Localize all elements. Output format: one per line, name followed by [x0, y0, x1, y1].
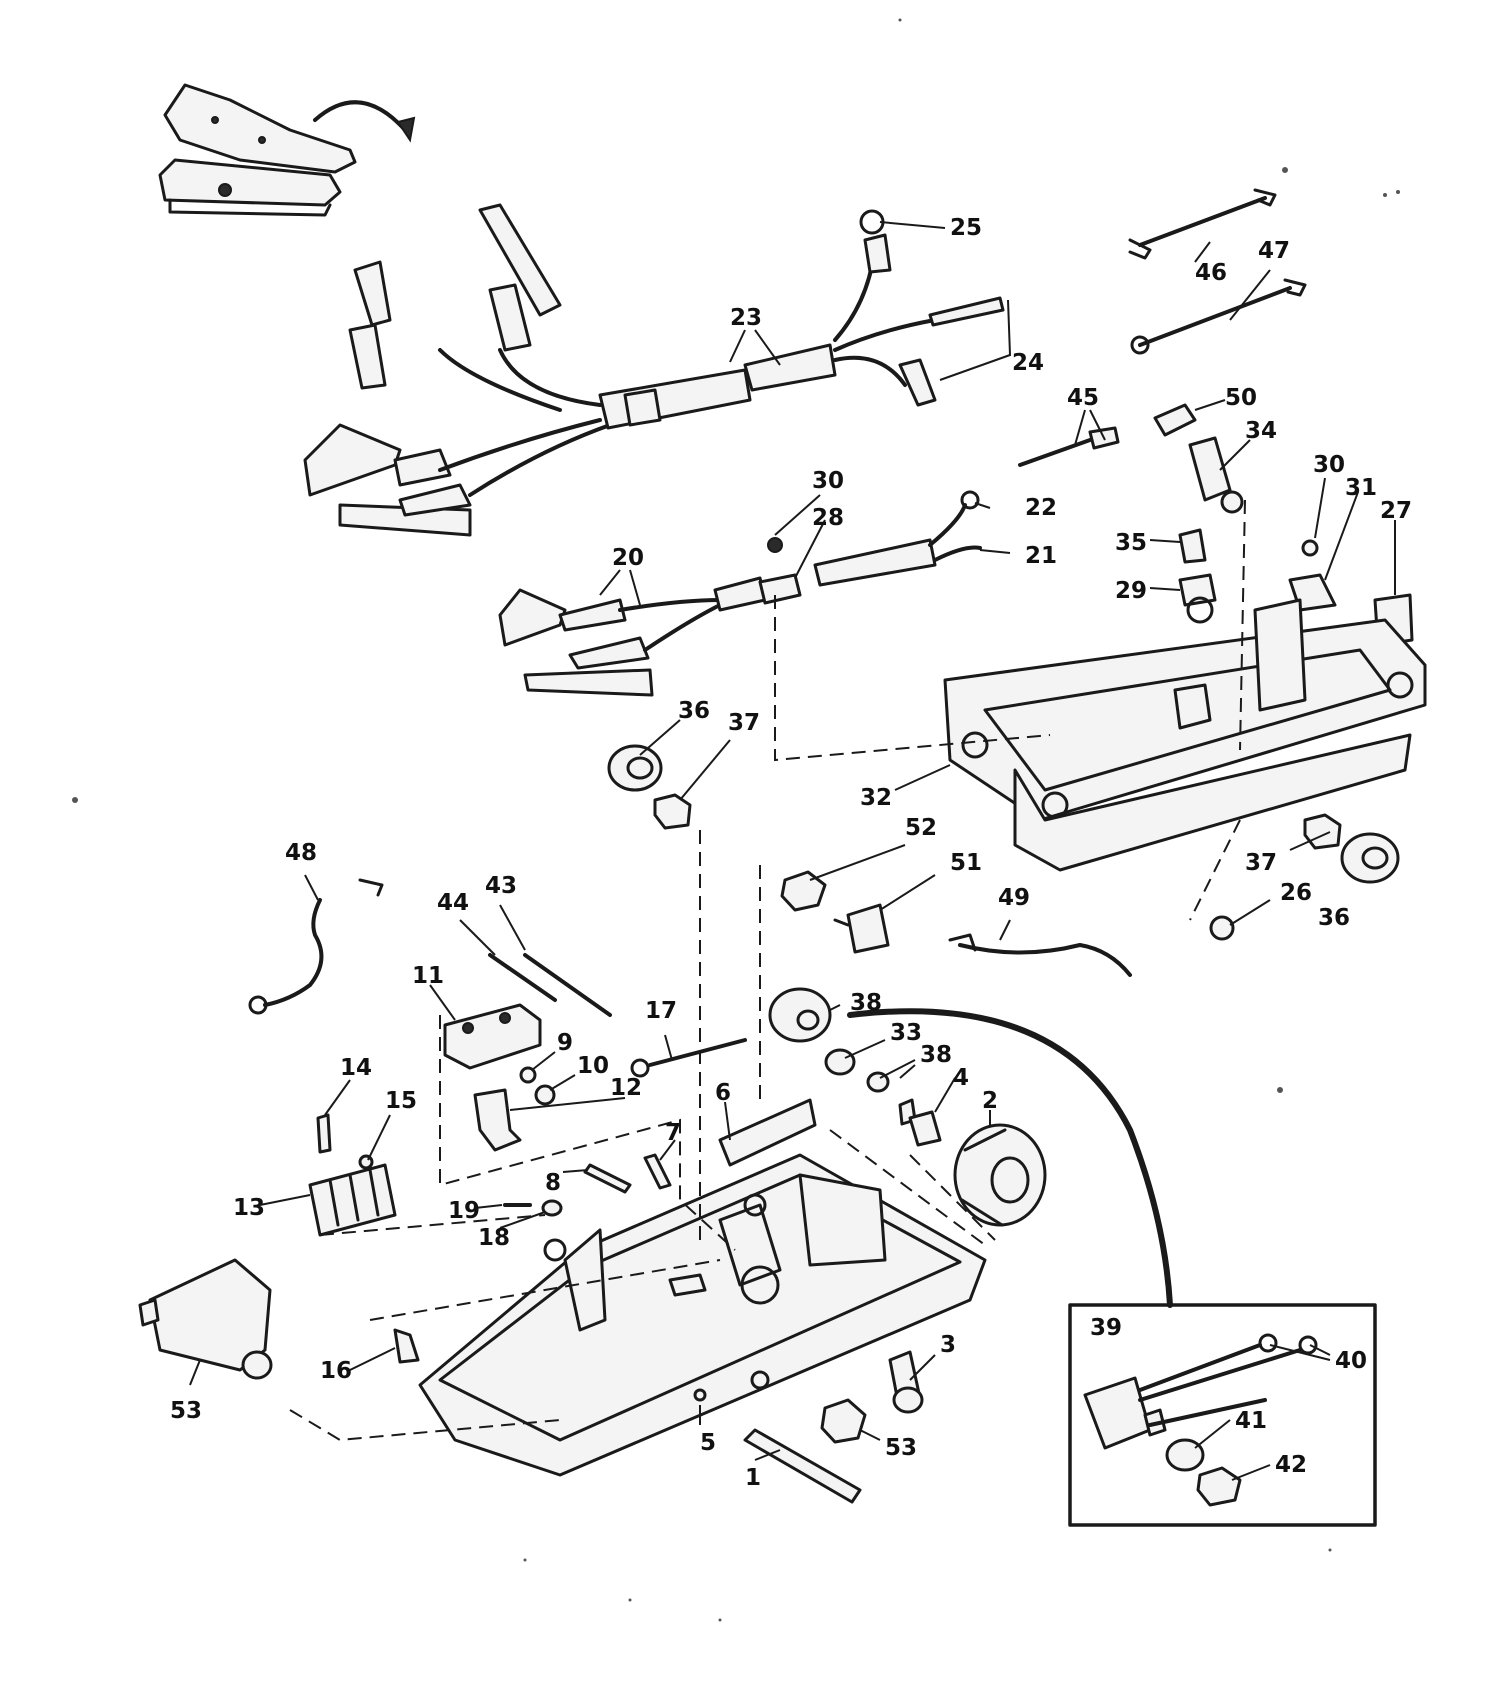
callout-1: 1: [745, 1465, 761, 1491]
inset-switch-box: [1068, 1303, 1377, 1527]
callout-51: 51: [950, 850, 982, 876]
motor-housing-32: [943, 598, 1427, 872]
callout-42: 42: [1275, 1452, 1307, 1478]
callout-24: 24: [1012, 350, 1044, 376]
foot-pedal-drawing: [158, 83, 416, 217]
main-base-5: [418, 1153, 987, 1477]
callout-34: 34: [1245, 418, 1277, 444]
callout-20: 20: [612, 545, 644, 571]
callout-48: 48: [285, 840, 317, 866]
callout-30-right: 30: [1313, 452, 1345, 478]
speed-control-knob: [768, 987, 1047, 1227]
callout-12: 12: [610, 1075, 642, 1101]
callout-5: 5: [700, 1430, 716, 1456]
callout-47: 47: [1258, 238, 1290, 264]
switch-51-52: [780, 870, 890, 954]
callout-7: 7: [665, 1120, 681, 1146]
callout-35: 35: [1115, 530, 1147, 556]
circuit-breaker-53: [138, 1258, 273, 1380]
callout-15: 15: [385, 1088, 417, 1114]
callout-labels: 25 46 47 23 24 45 50 34 30 28 22 21 35 3…: [170, 215, 1412, 1491]
nuts-36-37-right: [1209, 813, 1400, 941]
callout-13: 13: [233, 1195, 265, 1221]
callout-49: 49: [998, 885, 1030, 911]
callout-43: 43: [485, 873, 517, 899]
callout-22: 22: [1025, 495, 1057, 521]
callout-8: 8: [545, 1170, 561, 1196]
battery-clip-harness: [303, 203, 1005, 537]
callout-25: 25: [950, 215, 982, 241]
callout-2: 2: [982, 1088, 998, 1114]
small-parts-6-7-8: [503, 1098, 817, 1217]
callout-6: 6: [715, 1080, 731, 1106]
nuts-36-37-left: [607, 744, 692, 830]
callout-36-left: 36: [678, 698, 710, 724]
callout-37-left: 37: [728, 710, 760, 736]
callout-10: 10: [577, 1053, 609, 1079]
callout-27: 27: [1380, 498, 1412, 524]
assembly-guide-lines: [289, 499, 1246, 1442]
terminal-strip-13: [308, 1113, 397, 1237]
callout-4: 4: [953, 1065, 969, 1091]
callout-46: 46: [1195, 260, 1227, 286]
callout-32: 32: [860, 785, 892, 811]
callout-31: 31: [1345, 475, 1377, 501]
callout-14: 14: [340, 1055, 372, 1081]
callout-21: 21: [1025, 543, 1057, 569]
callout-53-left: 53: [170, 1398, 202, 1424]
callout-45: 45: [1067, 385, 1099, 411]
callout-38-upper: 38: [850, 990, 882, 1016]
wires-48-49: [248, 878, 1132, 1015]
lower-parts-16-3-1: [393, 1328, 924, 1504]
callout-33: 33: [890, 1020, 922, 1046]
rods-43-44-17: [488, 953, 747, 1078]
callout-26: 26: [1280, 880, 1312, 906]
jumper-wires-46-47: [1128, 188, 1307, 355]
motor-lead-harness: [498, 490, 982, 697]
callout-30-upper: 30: [812, 468, 844, 494]
callout-39: 39: [1090, 1315, 1122, 1341]
callout-3: 3: [940, 1332, 956, 1358]
callout-37-right: 37: [1245, 850, 1277, 876]
callout-44: 44: [437, 890, 469, 916]
scan-specks: [72, 18, 1400, 1622]
callout-19: 19: [448, 1198, 480, 1224]
callout-52: 52: [905, 815, 937, 841]
callout-17: 17: [645, 998, 677, 1024]
callout-50: 50: [1225, 385, 1257, 411]
callout-16: 16: [320, 1358, 352, 1384]
callout-28: 28: [812, 505, 844, 531]
cable-to-inset: [847, 1008, 1173, 1308]
callout-9: 9: [557, 1030, 573, 1056]
terminal-block-11: [443, 1003, 556, 1152]
callout-29: 29: [1115, 578, 1147, 604]
leader-lines: [189, 221, 1396, 1481]
callout-36-right: 36: [1318, 905, 1350, 931]
callout-40: 40: [1335, 1348, 1367, 1374]
switch-assembly-upper: [1018, 403, 1244, 514]
callout-11: 11: [412, 963, 444, 989]
callout-38-lower: 38: [920, 1042, 952, 1068]
callout-53-lower: 53: [885, 1435, 917, 1461]
callout-18: 18: [478, 1225, 510, 1251]
callout-41: 41: [1235, 1408, 1267, 1434]
callout-23: 23: [730, 305, 762, 331]
